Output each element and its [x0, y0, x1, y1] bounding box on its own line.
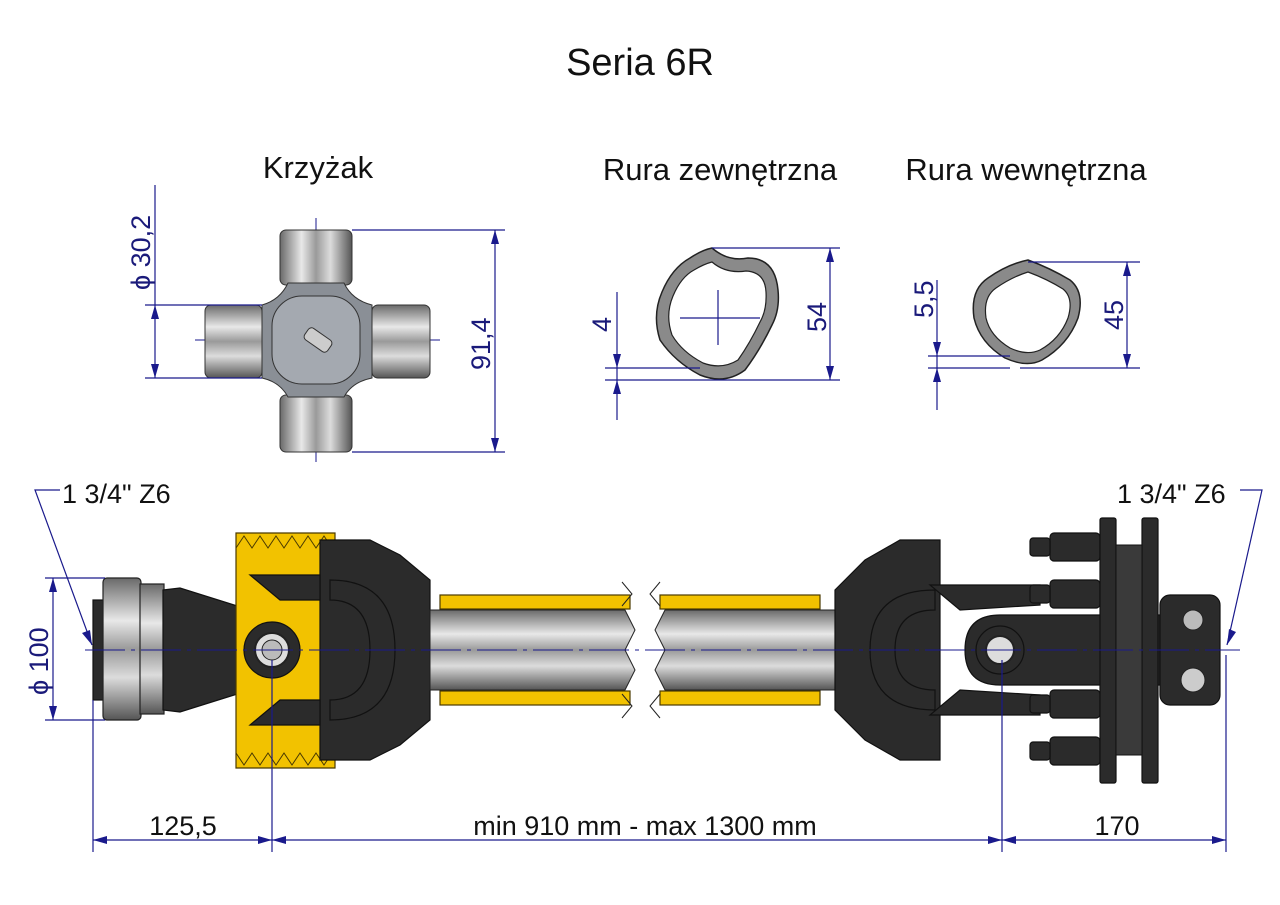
grease-nipple-icon [303, 327, 333, 353]
universal-joint-cross: ϕ 30,2 91,4 [126, 185, 505, 462]
inner-tube-wall-dim: 5,5 [909, 280, 939, 318]
cross-length-dim: 91,4 [466, 317, 496, 370]
outer-tube-wall-dim: 4 [587, 317, 617, 332]
left-length-dim: 125,5 [149, 811, 217, 841]
inner-tube-profile: 45 5,5 [909, 259, 1140, 410]
right-spline-label: 1 3/4" Z6 [1117, 479, 1226, 509]
left-spline-label: 1 3/4" Z6 [62, 479, 171, 509]
inner-tube-label: Rura wewnętrzna [905, 152, 1147, 187]
outer-tube-profile: 54 4 [587, 247, 840, 420]
cross-label: Krzyżak [263, 150, 374, 185]
outer-tube-size-dim: 54 [802, 302, 832, 332]
inner-tube-size-dim: 45 [1099, 300, 1129, 330]
middle-length-dim: min 910 mm - max 1300 mm [473, 811, 817, 841]
cross-diameter-dim: ϕ 30,2 [126, 215, 156, 290]
pto-shaft [92, 517, 1221, 784]
shaft-diameter-dim: ϕ 100 [24, 627, 54, 695]
page-title: Seria 6R [566, 42, 714, 84]
right-length-dim: 170 [1094, 811, 1139, 841]
outer-tube-label: Rura zewnętrzna [603, 152, 838, 187]
